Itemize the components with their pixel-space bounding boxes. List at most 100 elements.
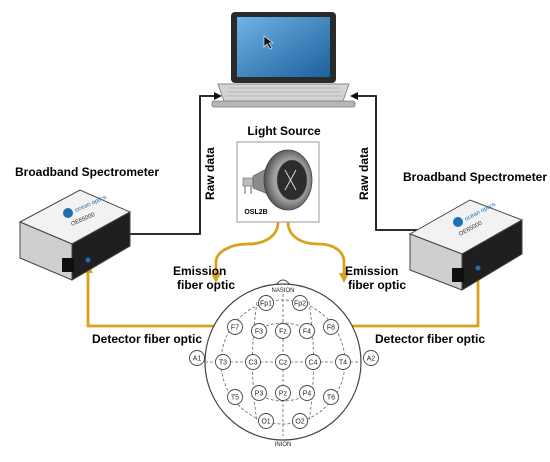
- lamp-icon: [242, 149, 313, 211]
- electrode-label: F7: [231, 325, 239, 332]
- device-port-left: [62, 258, 74, 272]
- spectrometer-right: Broadband Spectrometer ocean optics OE65…: [403, 170, 547, 291]
- fiber-connector-right: [475, 265, 481, 271]
- electrode-marker: [245, 354, 261, 370]
- electrode-marker: [292, 413, 308, 429]
- electrode-marker: [258, 413, 274, 429]
- inion-label: INION: [275, 442, 292, 448]
- electrode-label: O2: [295, 419, 304, 426]
- electrode-marker: [299, 385, 315, 401]
- spectrometer-left: Broadband Spectrometer ocean optics OE65…: [15, 165, 159, 281]
- electrode-label: F4: [303, 329, 311, 336]
- emission-label-right-1: Emission: [345, 264, 398, 278]
- electrode-label: C3: [249, 360, 258, 367]
- detector-label-right: Detector fiber optic: [375, 332, 485, 346]
- electrode-label: F8: [327, 325, 335, 332]
- electrode-marker: [251, 385, 267, 401]
- electrode-f7: F7: [227, 319, 243, 335]
- electrode-label: A1: [193, 356, 202, 363]
- electrode-a2: A2: [363, 350, 379, 366]
- laptop: [211, 12, 356, 108]
- electrode-marker: [189, 350, 205, 366]
- electrode-label: P3: [255, 391, 264, 398]
- electrode-marker: [258, 295, 274, 311]
- laptop-base: [211, 100, 356, 108]
- electrode-label: T5: [231, 395, 239, 402]
- electrode-label: P4: [303, 391, 312, 398]
- electrode-marker: [323, 319, 339, 335]
- electrode-t6: T6: [323, 389, 339, 405]
- electrode-marker: [292, 295, 308, 311]
- raw-data-line-right: [350, 92, 420, 231]
- electrode-marker: [251, 323, 267, 339]
- electrode-marker: [215, 354, 231, 370]
- electrode-c4: C4: [305, 354, 321, 370]
- electrode-t3: T3: [215, 354, 231, 370]
- raw-data-line-left: [118, 92, 222, 235]
- raw-data-label-right: Raw data: [357, 147, 371, 200]
- light-source-label: Light Source: [247, 124, 321, 138]
- electrode-label: A2: [367, 356, 376, 363]
- lamp-model-label: OSL2B: [244, 209, 267, 216]
- electrode-fz: Fz: [275, 323, 291, 339]
- electrode-marker: [275, 323, 291, 339]
- electrode-label: Fp1: [260, 301, 272, 308]
- electrode-label: C4: [309, 360, 318, 367]
- electrode-label: Fp2: [294, 301, 306, 308]
- detector-label-left: Detector fiber optic: [92, 332, 202, 346]
- electrode-label: Pz: [279, 391, 288, 398]
- laptop-screen: [237, 17, 330, 77]
- electrode-marker: [227, 389, 243, 405]
- electrode-o2: O2: [292, 413, 308, 429]
- cursor-icon: [263, 35, 274, 50]
- electrode-label: T6: [327, 395, 335, 402]
- electrode-t5: T5: [227, 389, 243, 405]
- electrode-label: T3: [219, 360, 227, 367]
- electrode-label: T4: [339, 360, 347, 367]
- keyboard-keys: [225, 87, 343, 97]
- laptop-keyboard: [217, 83, 350, 102]
- electrode-marker: [305, 354, 321, 370]
- nasion-label: NASION: [271, 288, 294, 294]
- electrode-p3: P3: [251, 385, 267, 401]
- electrode-label: O1: [261, 419, 270, 426]
- electrode-a1: A1: [189, 350, 205, 366]
- detector-fiber-left: [83, 263, 218, 328]
- detector-fiber-right: [346, 265, 483, 328]
- emission-fiber-left: [211, 221, 280, 283]
- electrode-label: Fz: [279, 329, 287, 336]
- light-source: Light Source OSL2B: [236, 124, 321, 223]
- electrode-label: F3: [255, 329, 263, 336]
- electrode-marker: [363, 350, 379, 366]
- brand-logo-icon: [63, 208, 73, 218]
- device-port-right: [452, 268, 464, 282]
- electrode-o1: O1: [258, 413, 274, 429]
- electrode-f3: F3: [251, 323, 267, 339]
- electrode-fp2: Fp2: [292, 295, 308, 311]
- electrode-marker: [275, 354, 291, 370]
- spectrometer-label-right: Broadband Spectrometer: [403, 170, 547, 184]
- electrode-marker: [323, 389, 339, 405]
- raw-data-label-left: Raw data: [203, 147, 217, 200]
- electrode-marker: [335, 354, 351, 370]
- emission-fibers: Emission fiber optic Emission fiber opti…: [173, 221, 406, 292]
- electrode-marker: [275, 385, 291, 401]
- emission-label-left-1: Emission: [173, 264, 226, 278]
- brand-logo-icon: [453, 217, 463, 227]
- electrode-marker: [299, 323, 315, 339]
- spectrometer-label-left: Broadband Spectrometer: [15, 165, 159, 179]
- electrode-fp1: Fp1: [258, 295, 274, 311]
- emission-fiber-right: [286, 221, 349, 283]
- electrode-pz: Pz: [275, 385, 291, 401]
- electrode-f8: F8: [323, 319, 339, 335]
- raw-data-connections: Raw data Raw data: [118, 92, 420, 235]
- electrode-t4: T4: [335, 354, 351, 370]
- detector-fibers: Detector fiber optic Detector fiber opti…: [83, 263, 485, 346]
- emission-label-right-2: fiber optic: [348, 278, 406, 292]
- electrode-f4: F4: [299, 323, 315, 339]
- fiber-connector-left: [85, 257, 91, 263]
- electrode-c3: C3: [245, 354, 261, 370]
